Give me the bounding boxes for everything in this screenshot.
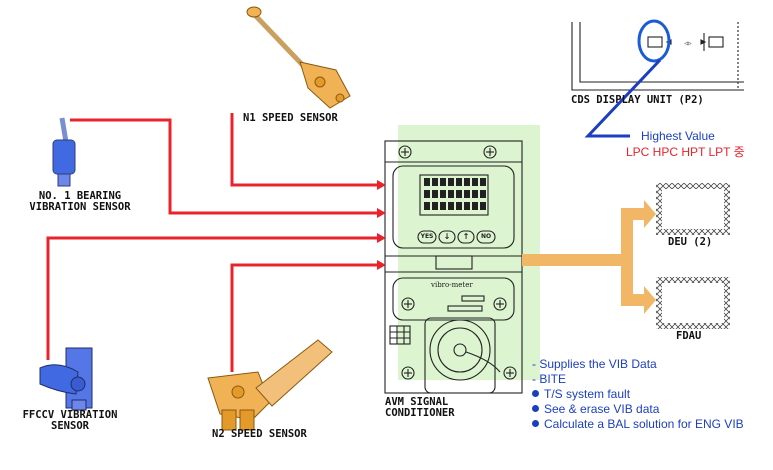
note-bullet-ts: T/S system fault xyxy=(532,387,744,402)
wire-bearing xyxy=(70,118,378,215)
fdau-label: FDAU xyxy=(676,330,702,342)
down-button[interactable]: ↓ xyxy=(443,232,451,241)
n2-speed-sensor-image[interactable] xyxy=(207,339,333,431)
avm-label-line2: CONDITIONER xyxy=(385,407,455,419)
avm-signal-conditioner[interactable] xyxy=(384,140,523,394)
highest-value-callout xyxy=(584,19,671,138)
avm-label-line1: AVM SIGNAL xyxy=(385,396,449,408)
bearing-vibration-sensor-image[interactable] xyxy=(52,117,76,187)
note-bite: - BITE xyxy=(532,372,567,386)
bullet-icon xyxy=(532,390,539,397)
avm-function-notes: - Supplies the VIB Data - BITE T/S syste… xyxy=(532,357,744,432)
ffccv-sensor-label-line1: FFCCV VIBRATION xyxy=(22,409,118,421)
avm-highlight xyxy=(398,125,540,380)
note-supplies: - Supplies the VIB Data xyxy=(532,357,657,371)
ffccv-sensor-label-line2: SENSOR xyxy=(51,420,89,432)
vibro-meter-label: vibro-meter xyxy=(431,281,473,289)
svg-text:◁▷: ◁▷ xyxy=(684,40,692,47)
output-paths xyxy=(522,200,656,314)
n1-speed-sensor-image[interactable] xyxy=(246,6,351,109)
no-button[interactable]: NO xyxy=(480,233,492,240)
note-bullet-bal: Calculate a BAL solution for ENG VIB xyxy=(532,417,744,432)
wire-ffccv xyxy=(46,236,378,360)
deu-label: DEU (2) xyxy=(668,236,713,248)
bullet-icon xyxy=(532,405,539,412)
engine-sections-text: LPC HPC HPT LPT 중 xyxy=(626,145,745,159)
up-button[interactable]: ↑ xyxy=(462,232,470,241)
note-bullet-erase: See & erase VIB data xyxy=(532,402,744,417)
cds-display-unit-label: CDS DISPLAY UNIT (P2) xyxy=(571,94,704,106)
yes-button[interactable]: YES xyxy=(420,233,434,240)
ffccv-vibration-sensor-image[interactable] xyxy=(39,347,93,411)
fdau-box[interactable] xyxy=(656,277,730,329)
n1-speed-sensor-label: N1 SPEED SENSOR xyxy=(243,112,338,124)
bullet-icon xyxy=(532,420,539,427)
wire-n2 xyxy=(230,263,378,372)
highest-value-text: Highest Value xyxy=(641,129,715,143)
bearing-sensor-label-line1: NO. 1 BEARING xyxy=(38,190,122,202)
signal-arrows xyxy=(377,180,386,270)
signal-wiring xyxy=(46,113,378,372)
wire-n1 xyxy=(230,113,378,187)
deu-box[interactable] xyxy=(656,183,730,235)
bearing-sensor-label-line2: VIBRATION SENSOR xyxy=(29,201,131,213)
n2-speed-sensor-label: N2 SPEED SENSOR xyxy=(212,428,307,440)
cds-display-unit[interactable]: ◁▷ xyxy=(571,22,744,91)
